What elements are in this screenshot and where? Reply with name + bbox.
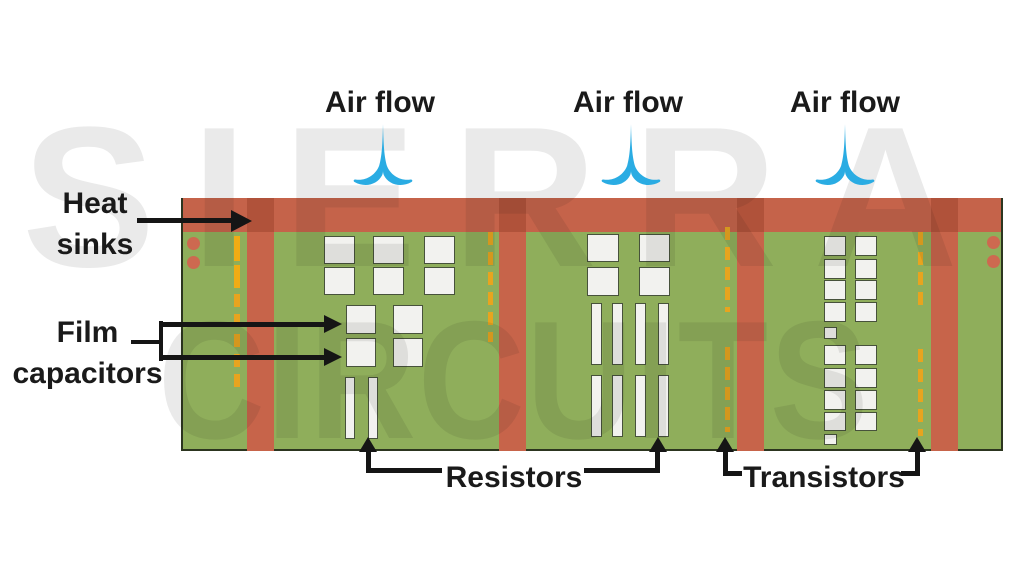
resistor: [635, 303, 646, 365]
transistors-arrow-line-2h: [901, 471, 920, 476]
component-chip: [587, 267, 619, 296]
transistor-dash-line: [918, 349, 923, 436]
mount-hole: [987, 236, 1000, 249]
film-capacitors-label: Film capacitors: [12, 316, 163, 391]
component-chip: [824, 368, 846, 388]
component-chip: [824, 434, 837, 445]
component-chip: [424, 267, 455, 295]
transistors-arrowhead-icon-1: [716, 437, 734, 452]
film-capacitor: [346, 305, 376, 334]
resistor: [612, 375, 623, 437]
component-chip: [855, 302, 877, 322]
resistors-arrow-line-1v: [366, 451, 371, 472]
heat-sink-top-bar: [183, 198, 1001, 232]
air-flow-arrow-icon-1: [353, 124, 413, 186]
component-chip: [324, 236, 355, 264]
resistors-arrow-line-1h: [366, 468, 442, 473]
component-chip: [373, 267, 404, 295]
transistors-arrowhead-icon-2: [908, 437, 926, 452]
component-chip: [639, 267, 670, 296]
resistors-arrowhead-icon-2: [649, 437, 667, 452]
transistors-arrow-line-2v: [915, 451, 920, 476]
resistor: [612, 303, 623, 365]
pcb-board: [181, 198, 1003, 451]
air-flow-label-2: Air flow: [573, 86, 683, 119]
film-capacitor: [393, 305, 423, 334]
transistor-dash-line: [488, 232, 493, 342]
component-chip: [855, 280, 877, 300]
heat-sinks-arrowhead-icon: [231, 210, 252, 232]
component-chip: [824, 236, 846, 256]
film-capacitors-arrow-line-2: [159, 355, 325, 360]
resistor: [591, 375, 602, 437]
transistor-dash-line: [918, 232, 923, 309]
air-flow-arrow-icon-2: [601, 124, 661, 186]
mount-hole: [187, 256, 200, 269]
component-chip: [324, 267, 355, 295]
component-chip: [855, 390, 877, 410]
resistors-arrow-line-2v: [655, 451, 660, 472]
transistors-arrow-line-1v: [723, 451, 728, 476]
transistor-dash-line: [234, 236, 240, 288]
component-chip: [824, 259, 846, 279]
resistors-arrow-line-2h: [584, 468, 660, 473]
component-chip: [824, 412, 846, 431]
component-chip: [855, 236, 877, 256]
air-flow-label-1: Air flow: [325, 86, 435, 119]
transistors-arrow-line-1h: [723, 471, 742, 476]
transistor-dash-line: [234, 294, 240, 390]
transistor-dash-line: [725, 347, 730, 432]
component-chip: [855, 368, 877, 388]
component-chip: [824, 327, 837, 339]
heat-sinks-arrow-line: [137, 218, 232, 223]
film-capacitors-arrowhead-icon-2: [324, 348, 342, 366]
air-flow-label-3: Air flow: [790, 86, 900, 119]
heat-sinks-label: Heat sinks: [56, 187, 134, 262]
film-capacitors-connector-line: [131, 340, 161, 344]
transistor-dash-line: [725, 227, 730, 312]
resistor: [658, 303, 669, 365]
component-chip: [824, 280, 846, 300]
resistor: [591, 303, 602, 365]
mount-hole: [187, 237, 200, 250]
component-chip: [587, 234, 619, 262]
resistor: [345, 377, 355, 439]
film-capacitor: [346, 338, 376, 367]
film-capacitors-bracket-line: [159, 321, 163, 361]
heat-sink-strip-3: [737, 198, 764, 451]
film-capacitors-arrow-line-1: [159, 322, 325, 327]
resistors-arrowhead-icon-1: [359, 437, 377, 452]
component-chip: [824, 345, 846, 365]
film-capacitor: [393, 338, 423, 367]
component-chip: [855, 259, 877, 279]
component-chip: [855, 345, 877, 365]
component-chip: [824, 390, 846, 410]
component-chip: [855, 412, 877, 431]
component-chip: [424, 236, 455, 264]
resistor: [658, 375, 669, 437]
component-chip: [824, 302, 846, 322]
mount-hole: [987, 255, 1000, 268]
heat-sink-strip-4: [931, 198, 958, 451]
component-chip: [373, 236, 404, 264]
component-chip: [639, 234, 670, 262]
resistor: [368, 377, 378, 439]
heat-sink-strip-2: [499, 198, 526, 451]
resistors-label: Resistors: [445, 461, 583, 494]
film-capacitors-arrowhead-icon-1: [324, 315, 342, 333]
resistor: [635, 375, 646, 437]
air-flow-arrow-icon-3: [815, 124, 875, 186]
transistors-label: Transistors: [743, 461, 905, 494]
